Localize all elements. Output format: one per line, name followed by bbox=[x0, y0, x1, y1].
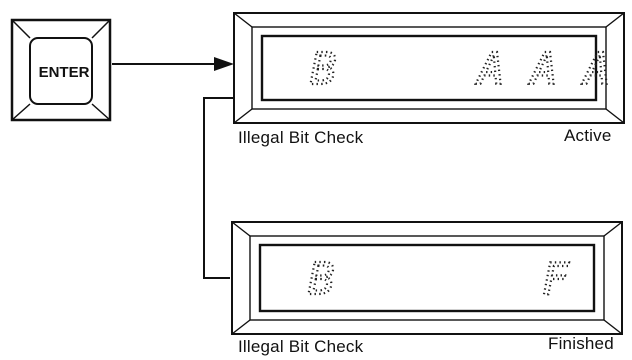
enter-key-label: ENTER bbox=[38, 64, 90, 81]
display-left-char: B bbox=[308, 254, 335, 305]
display-panel-finished bbox=[231, 221, 623, 335]
enter-key[interactable] bbox=[10, 18, 112, 122]
arrow-enter-to-display bbox=[112, 57, 234, 71]
caption-right-top: Active bbox=[564, 126, 612, 145]
caption-right-bottom: Finished bbox=[548, 334, 614, 353]
caption-left-bottom: Illegal Bit Check bbox=[238, 337, 364, 356]
display-panel-active bbox=[233, 12, 625, 124]
display-right-chars: F bbox=[542, 254, 570, 305]
connector-line bbox=[203, 97, 234, 279]
display-right-chars: A A A bbox=[475, 44, 610, 95]
display-left-char: B bbox=[310, 44, 337, 95]
caption-left-top: Illegal Bit Check bbox=[238, 128, 364, 147]
